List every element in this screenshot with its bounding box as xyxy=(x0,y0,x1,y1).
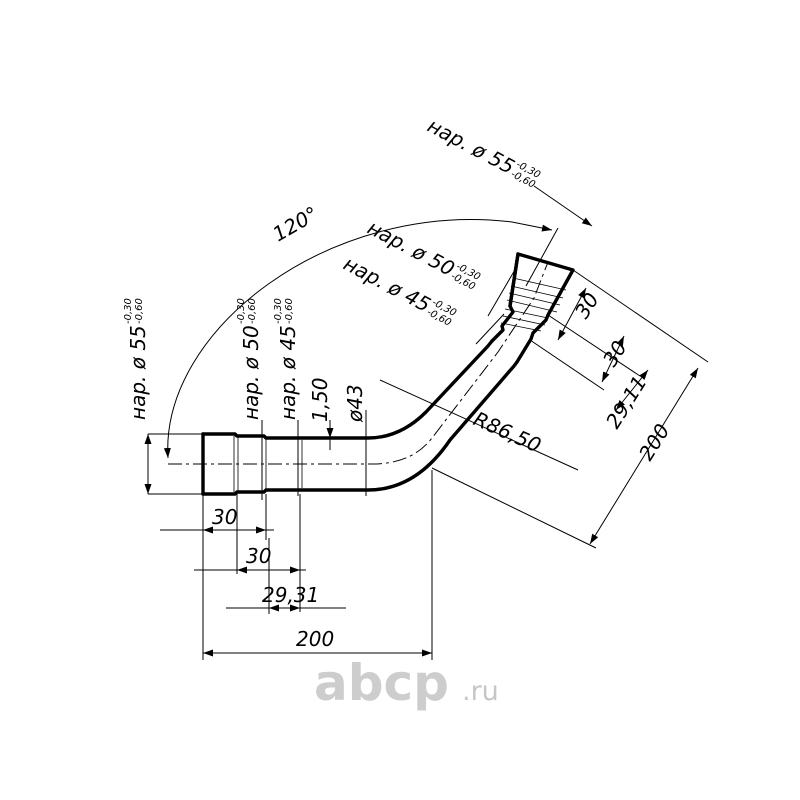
angle-arc xyxy=(163,219,553,459)
svg-text:нар. ø 45: нар. ø 45 xyxy=(276,325,300,420)
dim-horizontal-30a: 30 xyxy=(212,505,237,529)
radius-leader xyxy=(379,379,579,471)
dim-horizontal-200: 200 xyxy=(296,627,334,651)
dim-inclined-30b: 30 xyxy=(598,336,632,370)
abcp-logo: abcp .ru xyxy=(314,654,499,712)
dim-inclined-29-11: 29,11 xyxy=(601,371,652,432)
callout-vertical-45: нар. ø 45 -0,30 -0,60 xyxy=(273,298,300,420)
svg-text:нар. ø 55: нар. ø 55 xyxy=(424,113,519,179)
dim-horizontal-30b: 30 xyxy=(246,544,271,568)
dim-inner-diameter-43: ø43 xyxy=(343,384,367,423)
svg-text:.ru: .ru xyxy=(462,676,499,707)
dim-radius-86-50: R86,50 xyxy=(470,407,545,458)
svg-text:нар. ø 50: нар. ø 50 xyxy=(239,325,263,420)
svg-text:-0,60: -0,60 xyxy=(284,298,295,324)
callout-vertical-55: нар. ø 55 -0,30 -0,60 xyxy=(123,298,150,420)
callout-vertical-50: нар. ø 50 -0,30 -0,60 xyxy=(236,298,263,420)
dim-horizontal-29-31: 29,31 xyxy=(262,583,319,607)
svg-text:нар. ø 55: нар. ø 55 xyxy=(126,325,150,420)
dim-inclined-200: 200 xyxy=(634,420,675,465)
svg-text:abcp: abcp xyxy=(314,654,449,712)
callout-inclined-55: нар. ø 55 -0,30 -0,60 xyxy=(424,113,542,191)
dim-inclined-30a: 30 xyxy=(570,288,604,322)
svg-text:-0,60: -0,60 xyxy=(134,298,145,324)
inclined-dimensions xyxy=(431,185,709,549)
svg-text:-0,60: -0,60 xyxy=(247,298,258,324)
svg-text:-0,30: -0,30 xyxy=(273,298,284,324)
svg-text:-0,30: -0,30 xyxy=(123,298,134,324)
vertical-callout-lines xyxy=(144,410,367,500)
horizontal-dimensions xyxy=(160,470,433,660)
dim-angle-120: 120° xyxy=(269,201,323,246)
svg-text:-0,30: -0,30 xyxy=(236,298,247,324)
dim-wall-1-50: 1,50 xyxy=(308,377,332,422)
